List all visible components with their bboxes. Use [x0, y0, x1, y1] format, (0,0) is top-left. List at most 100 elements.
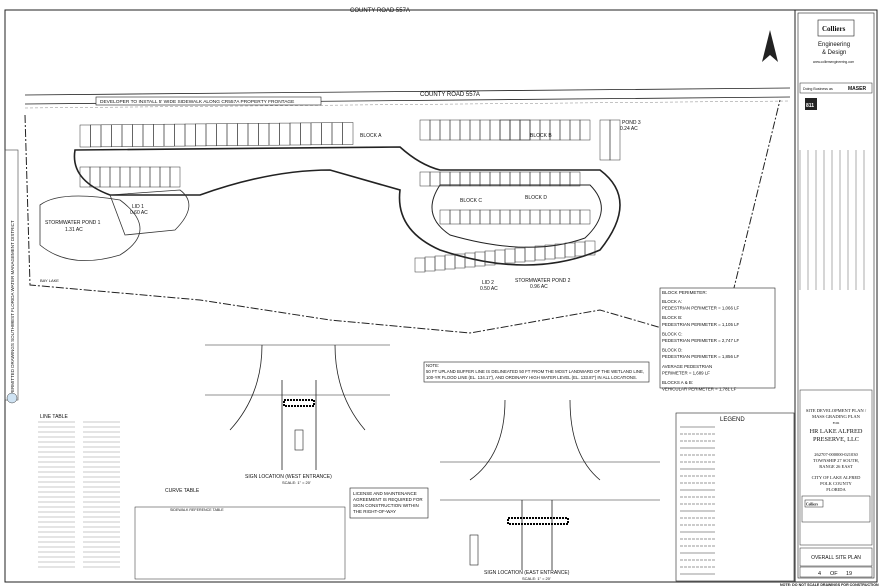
lot: [216, 123, 228, 146]
block-c-label: BLOCK C: [460, 198, 482, 204]
block-d-label: BLOCK D: [525, 195, 547, 201]
north-arrow-icon: [762, 30, 778, 62]
lot: [499, 119, 511, 141]
license-note-line: THE RIGHT-OF-WAY: [353, 509, 396, 514]
lot: [569, 171, 581, 187]
lot: [539, 209, 551, 225]
lot: [519, 209, 531, 225]
block-perimeter-line: PERIMETER = 1,689 LF: [662, 370, 710, 375]
lot: [479, 119, 491, 141]
lid-1: [109, 189, 190, 236]
note-box: [423, 361, 650, 383]
lot: [169, 166, 181, 188]
lid1-name: LID 1: [132, 204, 144, 210]
legend-title: LEGEND: [720, 417, 745, 423]
west-entrance-detail: [205, 344, 390, 470]
lid1-area: 0.60 AC: [130, 210, 148, 216]
internal-road-loop: [73, 146, 621, 266]
sheet-title-box: [799, 547, 873, 567]
block-perimeter-line: BLOCK D:: [662, 348, 683, 353]
lot: [489, 119, 501, 141]
lot: [142, 124, 154, 147]
road-edge-north: [24, 87, 791, 96]
lot: [419, 171, 431, 187]
lot: [268, 122, 280, 146]
call-811: 811: [806, 103, 814, 109]
footer-note: NOTE: DO NOT SCALE DRAWINGS FOR CONSTRUC…: [780, 583, 879, 587]
lid2-name: LID 2: [482, 280, 494, 286]
brand-sub2: & Design: [822, 50, 846, 56]
maser-box: [799, 82, 873, 94]
lot: [258, 123, 270, 146]
state: FLORIDA: [826, 487, 846, 492]
lot: [100, 124, 112, 148]
lot: [524, 246, 536, 262]
lot: [494, 249, 506, 265]
doing-business: Doing Business as: [803, 87, 833, 91]
pond1-name: STORMWATER POND 1: [45, 220, 101, 226]
lot: [584, 240, 596, 256]
range: RANGE 26 EAST: [819, 464, 853, 469]
lot: [289, 122, 301, 146]
lot: [300, 122, 312, 146]
lot: [574, 241, 586, 257]
lot: [459, 209, 471, 225]
pond3-area: 0.24 AC: [620, 126, 638, 132]
pond2-area: 0.96 AC: [530, 284, 548, 290]
colliers-logo: [817, 19, 855, 37]
lot: [129, 166, 141, 188]
lot: [342, 122, 354, 145]
block-perimeter-title: BLOCK PERIMETER:: [662, 290, 707, 295]
block-perimeter-box: [659, 287, 776, 389]
lot: [569, 119, 581, 141]
lot: [439, 209, 451, 225]
block-perimeter-line: BLOCK C:: [662, 331, 683, 336]
license-note-line: SIGN CONSTRUCTION WITHIN: [353, 503, 419, 508]
curve-table-title: CURVE TABLE: [165, 488, 200, 494]
lot: [489, 171, 501, 187]
lot: [554, 243, 566, 259]
lot: [434, 255, 446, 271]
west-detail-title: SIGN LOCATION (WEST ENTRANCE): [245, 474, 332, 480]
lot: [132, 124, 144, 147]
lot: [509, 119, 521, 141]
license-note-box: [349, 487, 429, 519]
legend-rows: [680, 426, 715, 575]
sidewalk-note: DEVELOPER TO INSTALL 5' WIDE SIDEWALK AL…: [100, 99, 294, 105]
lot: [504, 248, 516, 264]
block-a-label: BLOCK A: [360, 133, 382, 139]
block-perimeter-line: PEDESTRIAN PERIMETER = 1,066 LF: [662, 306, 740, 311]
lot: [544, 244, 556, 260]
lot-groups: [79, 119, 621, 273]
lot: [149, 166, 161, 188]
lot: [549, 209, 561, 225]
website: www.colliersengineering.com: [813, 60, 854, 64]
lot: [519, 119, 531, 141]
lot: [569, 209, 581, 225]
road-label-main: COUNTY ROAD 557A: [420, 92, 480, 98]
project-info-box: [799, 389, 873, 546]
lot: [579, 119, 591, 141]
lot: [514, 247, 526, 263]
lot: [139, 166, 151, 188]
legend-box: [675, 412, 795, 582]
lot: [429, 119, 441, 141]
block-perimeter-line: BLOCK B:: [662, 315, 682, 320]
client-line-2: PRESERVE, LLC: [813, 436, 859, 443]
lot: [534, 245, 546, 261]
block-perimeter-line: BLOCK A:: [662, 299, 682, 304]
lot: [321, 122, 333, 145]
lot: [424, 256, 436, 272]
lot: [519, 171, 531, 187]
lot: [414, 257, 426, 273]
note-title: NOTE:: [426, 363, 439, 368]
lot: [469, 209, 481, 225]
for-label: FOR: [833, 421, 840, 425]
line-table-title: LINE TABLE: [40, 414, 69, 420]
lot: [331, 122, 343, 145]
lot: [489, 209, 501, 225]
note-line-1: 50 FT UPLAND BUFFER LINE IS DELINEATED 5…: [426, 369, 644, 374]
pond2-name: STORMWATER POND 2: [515, 278, 571, 284]
